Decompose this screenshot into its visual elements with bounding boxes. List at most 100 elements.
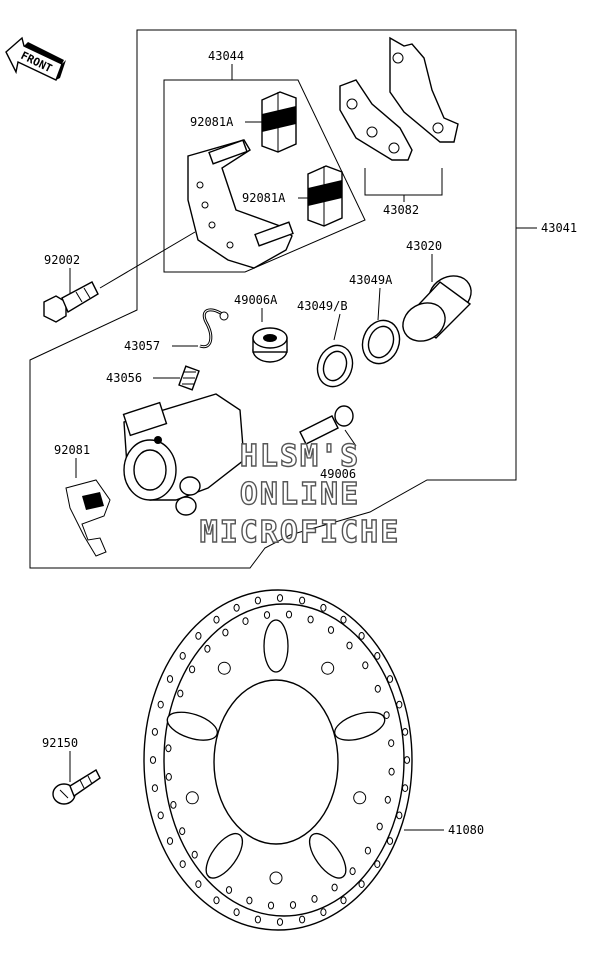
disc-hole <box>170 801 177 809</box>
bleed-cap-icon <box>199 308 229 349</box>
caliper-assembly-outline <box>29 29 517 569</box>
disc-hole <box>222 628 229 637</box>
disc-hole <box>166 837 174 845</box>
label-92081a-bottom: 92081A <box>242 191 286 205</box>
disc-bolt-hole <box>269 871 283 885</box>
disc-slot <box>308 832 347 879</box>
front-arrow-icon: FRONT <box>5 36 66 81</box>
piston-seal-a-icon <box>361 319 401 365</box>
disc-hole <box>179 827 186 836</box>
disc-hole <box>285 610 293 619</box>
piston-icon <box>402 275 472 342</box>
disc-hole <box>346 641 353 650</box>
disc-hole <box>225 886 233 894</box>
disc-hole <box>189 665 196 674</box>
disc-bolt-hole <box>217 661 231 675</box>
watermark-line-3: MICROFICHE <box>200 515 401 550</box>
disc-hole <box>362 661 369 670</box>
disc-hole <box>396 700 403 709</box>
sliding-pin-icon <box>299 405 354 445</box>
label-41080: 41080 <box>448 823 484 837</box>
leader-lines <box>69 64 537 831</box>
disc-slot <box>166 711 218 741</box>
disc-bolt-hole <box>321 661 335 675</box>
label-43082: 43082 <box>383 203 419 217</box>
disc-hole <box>195 880 202 888</box>
disc-hole <box>165 773 172 781</box>
disc-hole <box>327 626 335 634</box>
disc-hole <box>149 756 157 764</box>
disc-hole <box>254 596 261 605</box>
disc-hole <box>374 684 381 693</box>
piston-seal-b-icon <box>316 344 354 388</box>
disc-hole <box>195 632 202 640</box>
label-43044: 43044 <box>208 49 244 63</box>
disc-hole <box>374 860 381 868</box>
disc-hole <box>311 895 318 903</box>
pad-spring-top-icon <box>261 91 297 153</box>
brake-pad-front-icon <box>339 79 413 161</box>
disc-hole <box>204 644 211 653</box>
bracket-assembly-outline <box>163 79 366 273</box>
part-labels: 43044 92081A 92081A 43082 43041 92002 43… <box>42 49 577 837</box>
disc-hole <box>179 652 186 660</box>
disc-hole <box>242 617 249 625</box>
label-43049b: 43049/B <box>297 299 348 313</box>
disc-hole <box>191 850 198 859</box>
bolt-92002-icon <box>43 281 99 323</box>
disc-hole <box>151 728 158 736</box>
disc-slot <box>334 711 386 741</box>
disc-hole <box>213 896 220 905</box>
disc-hole <box>376 822 383 831</box>
disc-hole <box>358 632 365 640</box>
caliper-body-icon <box>122 393 245 516</box>
disc-hole <box>289 901 297 909</box>
disc-screw-icon <box>52 769 101 805</box>
brake-disc-icon <box>143 589 413 931</box>
disc-hole <box>388 767 395 776</box>
disc-hole <box>388 739 395 747</box>
disc-hole <box>213 615 220 624</box>
watermark-line-2: ONLINE <box>240 477 360 512</box>
disc-hole <box>157 700 164 709</box>
disc-hole <box>340 615 347 624</box>
disc-bolt-hole <box>353 791 367 805</box>
label-92002: 92002 <box>44 253 80 267</box>
label-43041: 43041 <box>541 221 577 235</box>
disc-hole <box>364 846 371 855</box>
disc-hole <box>402 728 409 736</box>
label-92150: 92150 <box>42 736 78 750</box>
disc-hole <box>179 860 186 868</box>
disc-hole <box>157 811 164 820</box>
disc-hole <box>276 918 284 926</box>
disc-hole <box>177 689 184 698</box>
disc-slot <box>263 619 289 673</box>
watermark-line-1: HLSM'S <box>240 439 360 474</box>
disc-hole <box>320 603 327 612</box>
disc-hole <box>358 880 365 888</box>
disc-hole <box>299 915 306 924</box>
label-43049a: 43049A <box>349 273 393 287</box>
pad-retainer-icon <box>65 479 111 557</box>
label-92081a-top: 92081A <box>190 115 234 129</box>
disc-hole <box>386 675 394 683</box>
disc-slot <box>205 832 244 879</box>
disc-hole <box>233 603 240 612</box>
disc-hole <box>320 908 327 917</box>
label-43020: 43020 <box>406 239 442 253</box>
disc-hole <box>386 837 394 845</box>
bleed-valve-icon <box>178 365 200 391</box>
disc-hole <box>276 594 284 602</box>
label-43056: 43056 <box>106 371 142 385</box>
brake-pad-rear-icon <box>389 36 459 143</box>
disc-hole <box>165 744 172 753</box>
disc-hole <box>349 867 356 876</box>
disc-hole <box>254 915 261 924</box>
disc-hole <box>384 795 391 804</box>
watermark: HLSM'S ONLINE MICROFICHE <box>199 438 401 550</box>
disc-hole <box>307 615 314 624</box>
disc-hole <box>151 784 158 792</box>
caliper-bracket-icon <box>187 139 294 269</box>
boot-49006a-icon <box>252 327 288 363</box>
